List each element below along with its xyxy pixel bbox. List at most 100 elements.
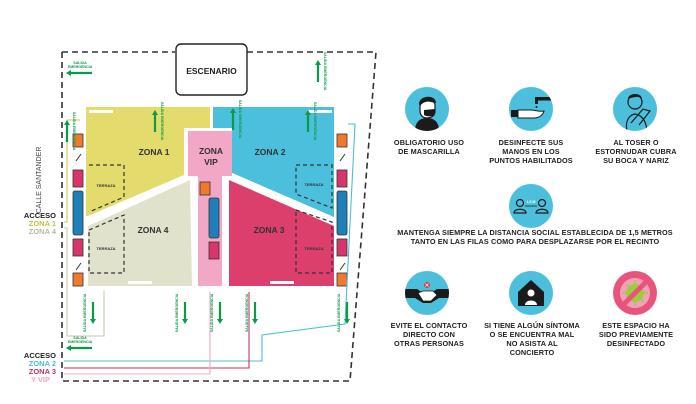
terraza-zone-2: TERRAZA — [295, 164, 333, 209]
svg-text:ACCESO: ACCESO — [24, 211, 56, 220]
vip-facilities — [199, 181, 220, 260]
street-label: CALLE SANTANDER — [36, 147, 43, 214]
emergency-exit: SALIDA EMERGENCIA — [245, 293, 258, 332]
orange-box — [199, 181, 211, 196]
emergency-exit-label: SALIDA EMERGENCIA — [210, 293, 214, 332]
route-vip — [64, 292, 211, 375]
route-zona-1 — [64, 119, 80, 223]
emergency-exit-label: SALIDA EMERGENCIA — [238, 100, 242, 139]
emergency-exit-label: SALIDA EMERGENCIA — [160, 102, 164, 141]
zone-vip-label-line1: ZONA — [199, 146, 223, 156]
svg-text:Y VIP: Y VIP — [31, 375, 50, 384]
orange-box — [72, 133, 84, 148]
disinfected-virus-icon — [613, 271, 657, 315]
zone-3-label: ZONA 3 — [254, 225, 285, 235]
cough-elbow-icon — [613, 87, 657, 131]
wc-box — [72, 238, 84, 257]
venue-boundary — [61, 51, 377, 382]
hand-sanitizer-icon — [509, 87, 553, 131]
zone-3-area — [229, 180, 334, 286]
emergency-exit-label: SALIDA EMERGENCIA — [313, 102, 317, 141]
gate-chip — [308, 110, 332, 113]
svg-text:ACCESO: ACCESO — [24, 351, 56, 360]
no-handshake-icon — [405, 271, 449, 315]
terraza-zone-4: TERRAZA — [88, 214, 125, 274]
access-bottom-label: ACCESO ZONA 2 ZONA 3 Y VIP — [24, 351, 56, 384]
emergency-exit: SALIDA EMERGENCIA — [175, 293, 188, 332]
svg-text:ZONA 4: ZONA 4 — [29, 227, 57, 236]
svg-text:ZONA 3: ZONA 3 — [29, 367, 56, 376]
bar-box — [208, 197, 220, 239]
right-facilities — [336, 133, 348, 287]
orange-box — [336, 272, 348, 287]
safety-item-distance-text: MANTENGA SIEMPRE LA DISTANCIA SOCIAL EST… — [397, 228, 673, 246]
emergency-exit-label: SALIDA EMERGENCIA — [175, 293, 179, 332]
emergency-exit: SALIDA EMERGENCIA — [83, 293, 96, 332]
emergency-exit: SALIDA EMERGENCIA — [230, 100, 242, 139]
route-zona-2 — [64, 123, 356, 362]
zone-4-label: ZONA 4 — [138, 225, 169, 235]
orange-box — [72, 272, 84, 287]
svg-text:ZONA 2: ZONA 2 — [29, 359, 56, 368]
emergency-exit: SALIDA EMERGENCIA — [64, 112, 76, 151]
gate-chip — [270, 281, 294, 284]
divider — [75, 153, 82, 162]
orange-box — [336, 133, 348, 148]
emergency-exit: SALIDA EMERGENCIA — [152, 102, 164, 141]
zone-4-area — [88, 180, 192, 286]
bar-box — [72, 190, 84, 236]
svg-text:EMERGENCIA: EMERGENCIA — [68, 65, 93, 69]
zone-2-label: ZONA 2 — [255, 147, 286, 157]
wc-box — [336, 169, 348, 188]
divider — [339, 262, 346, 271]
stage — [175, 43, 248, 96]
zone-2-area — [213, 107, 334, 217]
social-distance-icon: 1,5 M — [509, 184, 553, 228]
svg-text:1,5 M: 1,5 M — [527, 200, 536, 204]
emergency-exit: SALIDA EMERGENCIA — [210, 293, 223, 332]
emergency-exit-label: SALIDA EMERGENCIA — [245, 293, 249, 332]
gate-chip — [89, 110, 113, 113]
emergency-exit: SALIDA EMERGENCIA — [315, 52, 327, 91]
divider — [339, 153, 346, 162]
wc-box — [72, 169, 84, 188]
emergency-exit-label: SALIDA EMERGENCIA — [323, 52, 327, 91]
venue-map: ESCENARIO CALLE SANTANDER ZONA 1 ZONA 2 … — [24, 43, 377, 384]
wc-box — [336, 238, 348, 257]
emergency-exit: SALIDA EMERGENCIA — [337, 293, 350, 332]
stage-label: ESCENARIO — [186, 66, 237, 76]
svg-text:TERRAZA: TERRAZA — [304, 182, 323, 187]
access-top-label: ACCESO ZONA 1 ZONA 4 — [24, 211, 57, 236]
route-zona-3 — [64, 292, 250, 369]
stay-home-icon — [509, 271, 553, 315]
access-routes — [64, 119, 356, 375]
left-facilities — [72, 133, 84, 287]
svg-text:ZONA 1: ZONA 1 — [29, 219, 56, 228]
svg-text:SALIDA: SALIDA — [73, 336, 87, 340]
zone-1-area — [86, 107, 210, 216]
zone-vip-label-line2: VIP — [204, 157, 218, 167]
wc-box — [208, 241, 220, 260]
gate-chip — [128, 281, 152, 284]
svg-text:TERRAZA: TERRAZA — [304, 246, 323, 251]
terraza-zone-3: TERRAZA — [295, 209, 333, 274]
svg-text:EMERGENCIA: EMERGENCIA — [68, 340, 93, 344]
bar-box — [336, 190, 348, 236]
zone-1-label: ZONA 1 — [139, 147, 170, 157]
divider — [75, 262, 82, 271]
face-mask-icon — [405, 87, 449, 131]
svg-text:TERRAZA: TERRAZA — [96, 246, 115, 251]
svg-text:SALIDA: SALIDA — [73, 61, 87, 65]
emergency-exit-label: SALIDA EMERGENCIA — [337, 293, 341, 332]
svg-text:TERRAZA: TERRAZA — [96, 183, 115, 188]
terraza-zone-1: TERRAZA — [88, 164, 125, 213]
